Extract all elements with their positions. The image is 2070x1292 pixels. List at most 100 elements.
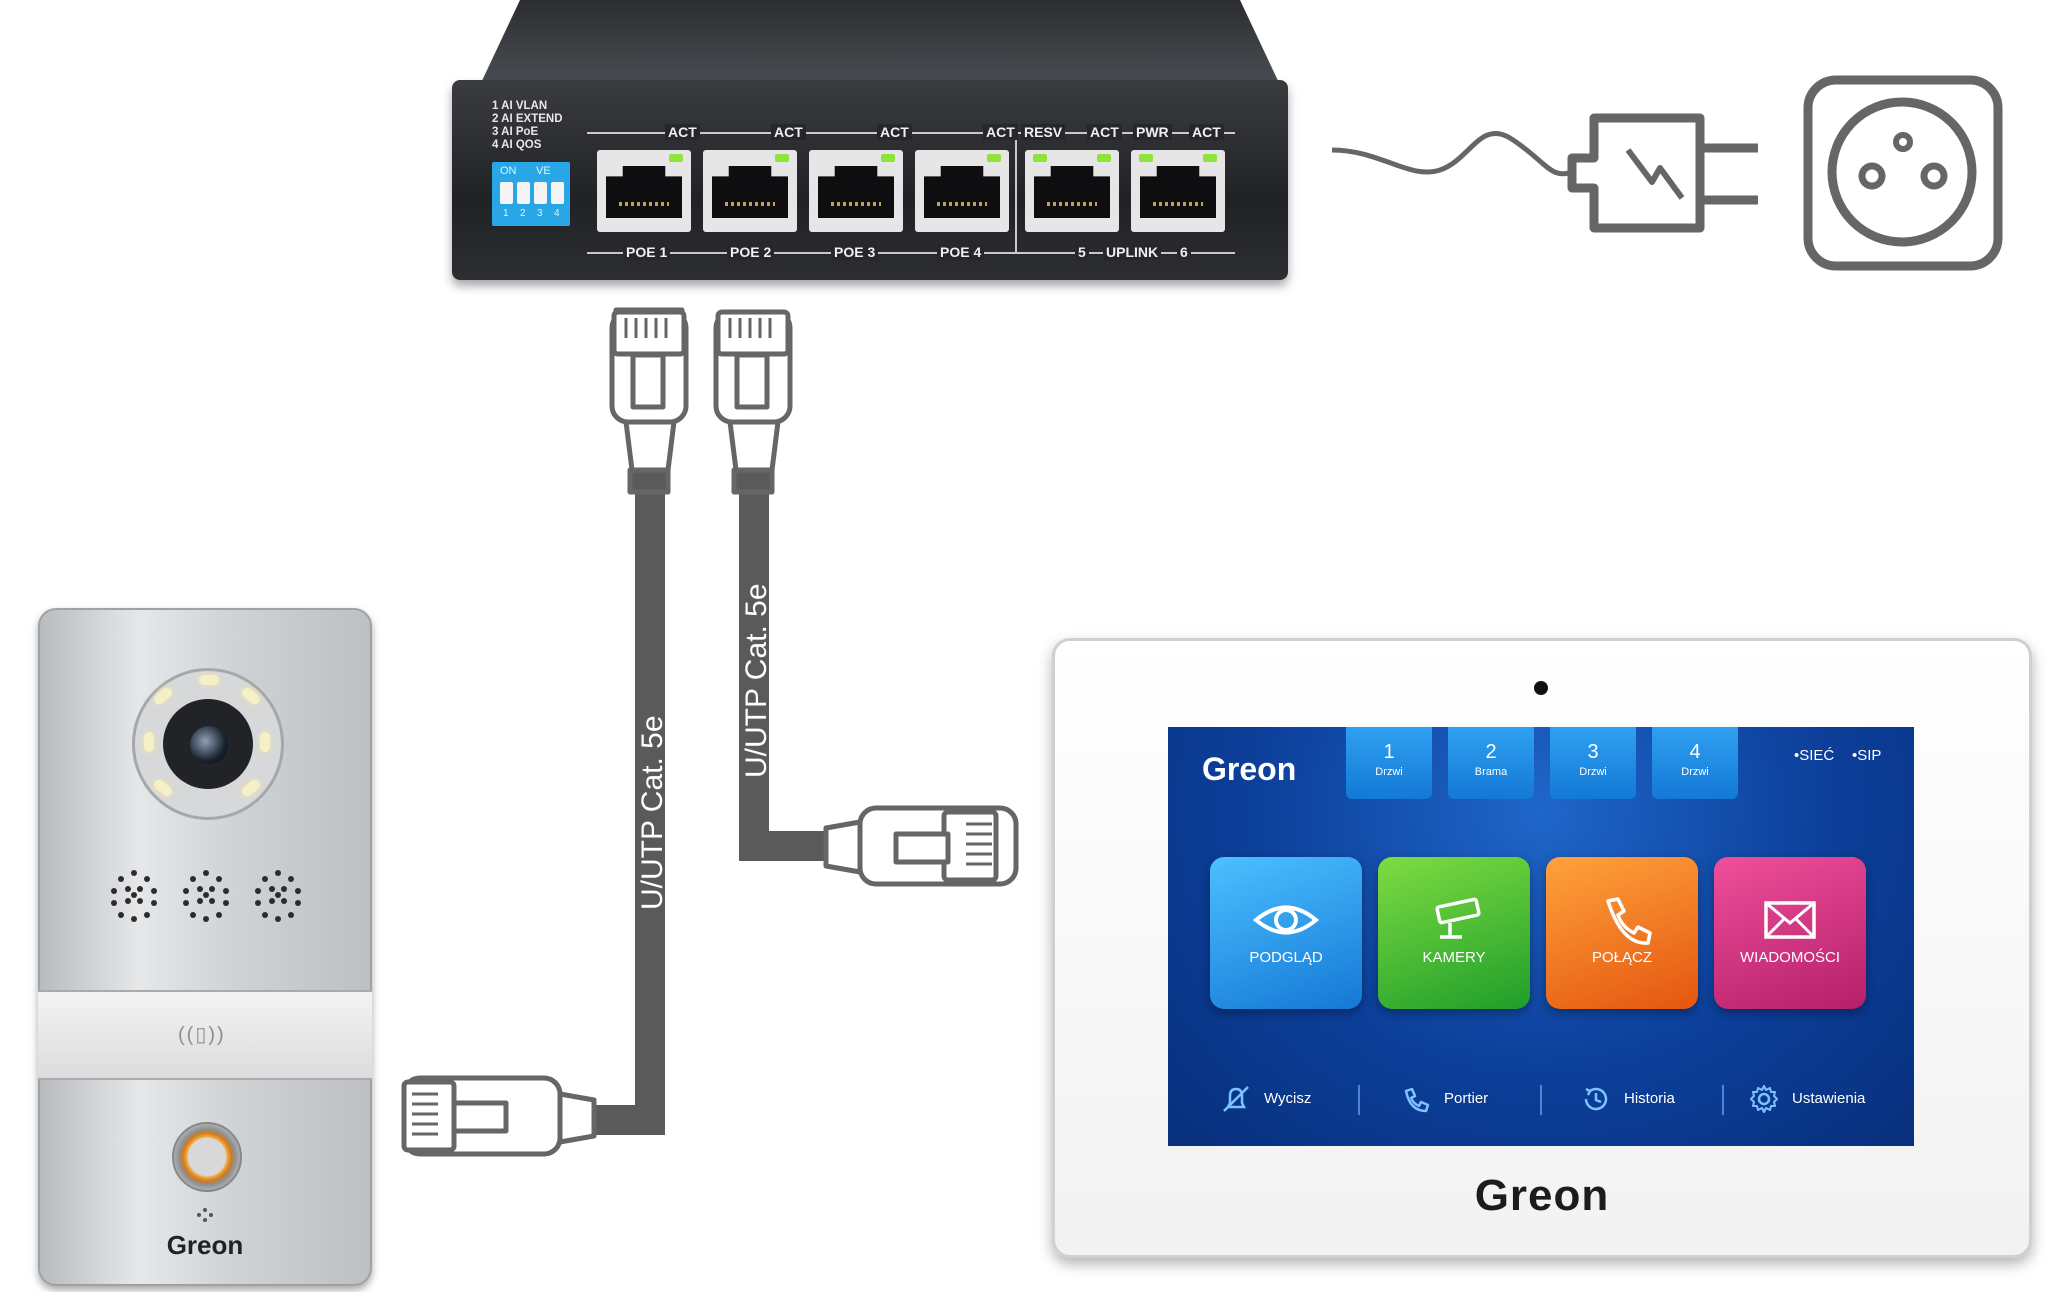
monitor-camera (1534, 681, 1548, 695)
port-label-act: ACT (983, 124, 1018, 140)
monitor-screen: Greon 1 Drzwi 2 Brama 3 Drzwi 4 Drzwi •S… (1168, 727, 1914, 1146)
cable-right-label: U/UTP Cat. 5e (740, 583, 773, 778)
tab-door-1[interactable]: 1 Drzwi (1346, 727, 1432, 799)
ir-led (152, 685, 174, 707)
cable-left (575, 490, 665, 1135)
bell-mute-icon (1223, 1086, 1249, 1112)
concierge-phone-icon (1404, 1087, 1430, 1113)
ethernet-port-uplink6[interactable] (1131, 150, 1225, 232)
screen-logo: Greon (1202, 751, 1297, 787)
bottom-separator (1358, 1085, 1360, 1115)
tile-label: KAMERY (1422, 949, 1486, 966)
dip-number: 3 (537, 208, 543, 219)
port-label-5: 5 (1075, 244, 1089, 260)
rj45-connector-left-top (609, 307, 689, 495)
door-station-logo: Greon (166, 1230, 244, 1260)
dip-switch-4[interactable] (551, 182, 564, 204)
bottom-separator (1540, 1085, 1542, 1115)
cable-right (739, 490, 840, 861)
mute-button[interactable]: Wycisz (1220, 1083, 1311, 1115)
rj45-connector-door (401, 1075, 597, 1157)
ir-led (199, 675, 219, 685)
switch-top-cover (480, 0, 1280, 85)
rj45-pins-door (412, 1092, 438, 1136)
ir-led (240, 777, 262, 799)
tile-cameras[interactable]: KAMERY (1378, 857, 1530, 1009)
dip-ve-label: VE (536, 165, 551, 177)
settings-label: Ustawienia (1792, 1089, 1866, 1107)
settings-button[interactable]: Ustawienia (1748, 1083, 1865, 1115)
rfid-card-reader[interactable]: ((▯)) (38, 990, 372, 1080)
tab-door-3[interactable]: 3 Drzwi (1550, 727, 1636, 799)
ethernet-port-poe4[interactable] (915, 150, 1009, 232)
tile-label: PODGLĄD (1249, 949, 1323, 966)
legend-line: 4 AI QOS (492, 139, 542, 151)
rj45-pins-monitor (966, 822, 992, 866)
speaker-grille (180, 870, 232, 922)
ir-led (152, 777, 174, 799)
tab-door-4[interactable]: 4 Drzwi (1652, 727, 1738, 799)
tab-number: 2 (1485, 741, 1497, 763)
port-label-act: ACT (877, 124, 912, 140)
rj45-connector-monitor (823, 805, 1019, 887)
dip-switch-1[interactable] (500, 182, 513, 204)
ethernet-port-poe1[interactable] (597, 150, 691, 232)
dip-switch-block[interactable]: ON VE 1 2 3 4 (492, 162, 570, 226)
tab-number: 4 (1689, 741, 1701, 763)
mute-label: Wycisz (1264, 1089, 1312, 1107)
camera-lens (190, 726, 228, 764)
power-plug-icon (1567, 113, 1758, 233)
tab-gate-2[interactable]: 2 Brama (1448, 727, 1534, 799)
power-cord (1331, 130, 1573, 177)
dip-number: 4 (554, 208, 560, 219)
status-sip: •SIP (1852, 747, 1882, 764)
ethernet-port-poe3[interactable] (809, 150, 903, 232)
port-label-poe3: POE 3 (831, 244, 879, 260)
ir-led (260, 732, 270, 752)
port-label-resv: RESV (1021, 124, 1066, 140)
tab-label: Drzwi (1375, 766, 1403, 778)
status-network: •SIEĆ (1794, 747, 1835, 764)
port-label-act: ACT (771, 124, 806, 140)
tile-preview[interactable]: PODGLĄD (1210, 857, 1362, 1009)
dip-number: 2 (520, 208, 526, 219)
tab-number: 3 (1587, 741, 1599, 763)
envelope-icon (1764, 901, 1816, 939)
speaker-grille (252, 870, 304, 922)
rfid-icon: ((▯)) (178, 1024, 226, 1046)
rj45-pins-top (624, 318, 772, 338)
port-divider (1015, 132, 1017, 254)
tab-number: 1 (1383, 741, 1395, 763)
microphone-icon (197, 1208, 213, 1222)
tab-label: Drzwi (1681, 766, 1709, 778)
call-button[interactable] (172, 1122, 242, 1192)
monitor-logo: Greon (1474, 1171, 1610, 1220)
power-socket-icon (1803, 75, 2003, 271)
tile-call[interactable]: POŁĄCZ (1546, 857, 1698, 1009)
camera-module (132, 668, 284, 820)
legend-line: 1 AI VLAN (492, 100, 548, 112)
speaker-grille (108, 870, 160, 922)
rj45-connector-right-top (713, 309, 793, 495)
switch-front-panel: 1 AI VLAN 2 AI EXTEND 3 AI PoE 4 AI QOS … (452, 80, 1288, 280)
history-button[interactable]: Historia (1580, 1083, 1675, 1115)
port-label-uplink: UPLINK (1103, 244, 1162, 260)
history-icon (1584, 1087, 1608, 1111)
phone-icon (1606, 897, 1652, 945)
ethernet-port-uplink5[interactable] (1025, 150, 1119, 232)
concierge-label: Portier (1444, 1089, 1489, 1107)
port-label-act: ACT (665, 124, 700, 140)
tile-messages[interactable]: WIADOMOŚCI (1714, 857, 1866, 1009)
ethernet-port-poe2[interactable] (703, 150, 797, 232)
tile-label: POŁĄCZ (1591, 949, 1652, 966)
legend-line: 2 AI EXTEND (492, 113, 563, 125)
legend-line: 3 AI PoE (492, 126, 539, 138)
tab-label: Brama (1474, 766, 1508, 778)
dip-on-label: ON (500, 165, 517, 177)
camera-icon (1435, 897, 1481, 939)
concierge-button[interactable]: Portier (1400, 1083, 1488, 1115)
dip-switch-2[interactable] (517, 182, 530, 204)
port-label-poe2: POE 2 (727, 244, 775, 260)
dip-switch-3[interactable] (534, 182, 547, 204)
